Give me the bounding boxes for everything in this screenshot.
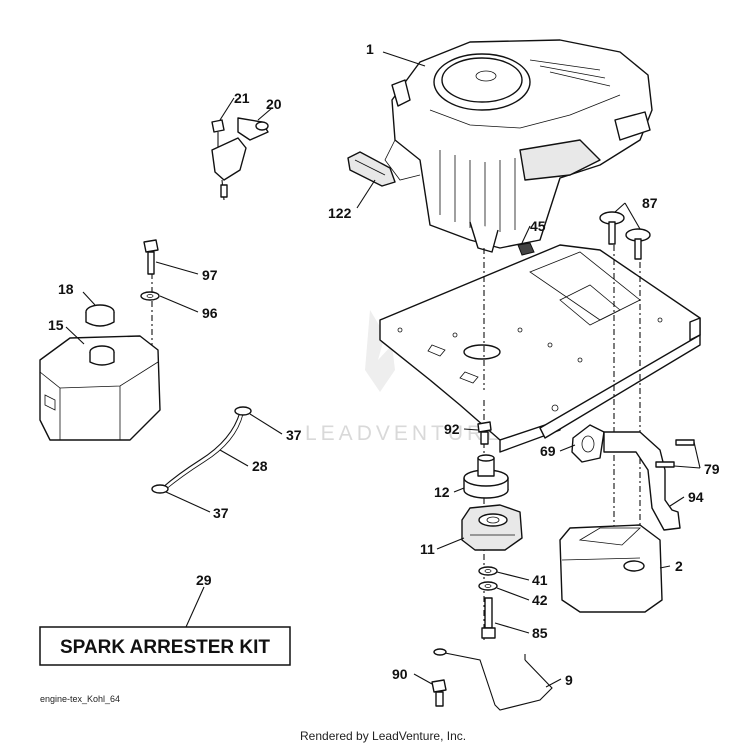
callout-69[interactable]: 69 bbox=[540, 443, 556, 459]
leader-lines bbox=[65, 51, 701, 688]
reference-code: engine-tex_Kohl_64 bbox=[40, 694, 120, 704]
callout-90[interactable]: 90 bbox=[392, 666, 408, 682]
washer-41-part[interactable] bbox=[478, 566, 498, 576]
alignment-lines bbox=[151, 245, 641, 640]
callout-37-top[interactable]: 37 bbox=[286, 427, 302, 443]
callout-18[interactable]: 18 bbox=[58, 281, 74, 297]
bolt-85-part[interactable] bbox=[481, 597, 496, 639]
screw-79-part[interactable] bbox=[655, 439, 695, 468]
fuel-line-part[interactable] bbox=[161, 411, 244, 491]
clutch-part[interactable] bbox=[461, 504, 523, 551]
callout-42[interactable]: 42 bbox=[532, 592, 548, 608]
callout-122[interactable]: 122 bbox=[328, 205, 352, 221]
engine-part[interactable] bbox=[384, 39, 653, 253]
callout-20[interactable]: 20 bbox=[266, 96, 282, 112]
engine-plate-part[interactable] bbox=[379, 244, 701, 453]
callout-37-bottom[interactable]: 37 bbox=[213, 505, 229, 521]
callout-2[interactable]: 2 bbox=[675, 558, 683, 574]
callout-15[interactable]: 15 bbox=[48, 317, 64, 333]
callout-21[interactable]: 21 bbox=[234, 90, 250, 106]
pulley-part[interactable] bbox=[463, 454, 509, 499]
washer-96-part[interactable] bbox=[140, 291, 160, 301]
nut-45-part[interactable] bbox=[517, 242, 535, 256]
fuel-cap-part[interactable] bbox=[85, 304, 115, 327]
callout-94[interactable]: 94 bbox=[688, 489, 704, 505]
spark-arrester-kit-box[interactable]: SPARK ARRESTER KIT bbox=[39, 626, 291, 666]
throttle-bracket-part[interactable] bbox=[211, 117, 269, 201]
callout-11[interactable]: 11 bbox=[420, 541, 435, 557]
callout-28[interactable]: 28 bbox=[252, 458, 268, 474]
callout-92[interactable]: 92 bbox=[444, 421, 460, 437]
callout-97[interactable]: 97 bbox=[202, 267, 218, 283]
kit-label: SPARK ARRESTER KIT bbox=[60, 637, 270, 658]
callout-45[interactable]: 45 bbox=[530, 218, 546, 234]
callout-41[interactable]: 41 bbox=[532, 572, 548, 588]
exhaust-pipe-part[interactable] bbox=[603, 431, 681, 531]
fuel-tank-part[interactable] bbox=[39, 335, 161, 441]
watermark-text: LEADVENTURE bbox=[305, 422, 504, 445]
bolt-97-part[interactable] bbox=[143, 239, 159, 275]
credit-text: Rendered by LeadVenture, Inc. bbox=[300, 729, 466, 743]
callout-1[interactable]: 1 bbox=[366, 41, 374, 57]
clamp-37a-part[interactable] bbox=[234, 406, 252, 416]
callout-9[interactable]: 9 bbox=[565, 672, 573, 688]
bolt-92-part[interactable] bbox=[477, 421, 492, 445]
washer-42-part[interactable] bbox=[478, 581, 498, 591]
callout-87[interactable]: 87 bbox=[642, 195, 658, 211]
knob-87-part[interactable] bbox=[599, 211, 651, 260]
watermark: LEADVENTURE bbox=[305, 310, 504, 445]
callout-96[interactable]: 96 bbox=[202, 305, 218, 321]
callout-labels: 1 21 20 122 45 87 97 18 96 15 37 28 37 9… bbox=[48, 41, 720, 688]
clamp-37b-part[interactable] bbox=[151, 484, 169, 494]
muffler-part[interactable] bbox=[559, 524, 663, 613]
callout-29[interactable]: 29 bbox=[196, 572, 212, 588]
callout-79[interactable]: 79 bbox=[704, 461, 720, 477]
bolt-90-part[interactable] bbox=[431, 679, 447, 707]
gasket-part[interactable] bbox=[347, 151, 396, 187]
rod-9-part[interactable] bbox=[433, 648, 553, 711]
callout-85[interactable]: 85 bbox=[532, 625, 548, 641]
callout-12[interactable]: 12 bbox=[434, 484, 450, 500]
exhaust-gasket-part[interactable] bbox=[571, 424, 605, 463]
